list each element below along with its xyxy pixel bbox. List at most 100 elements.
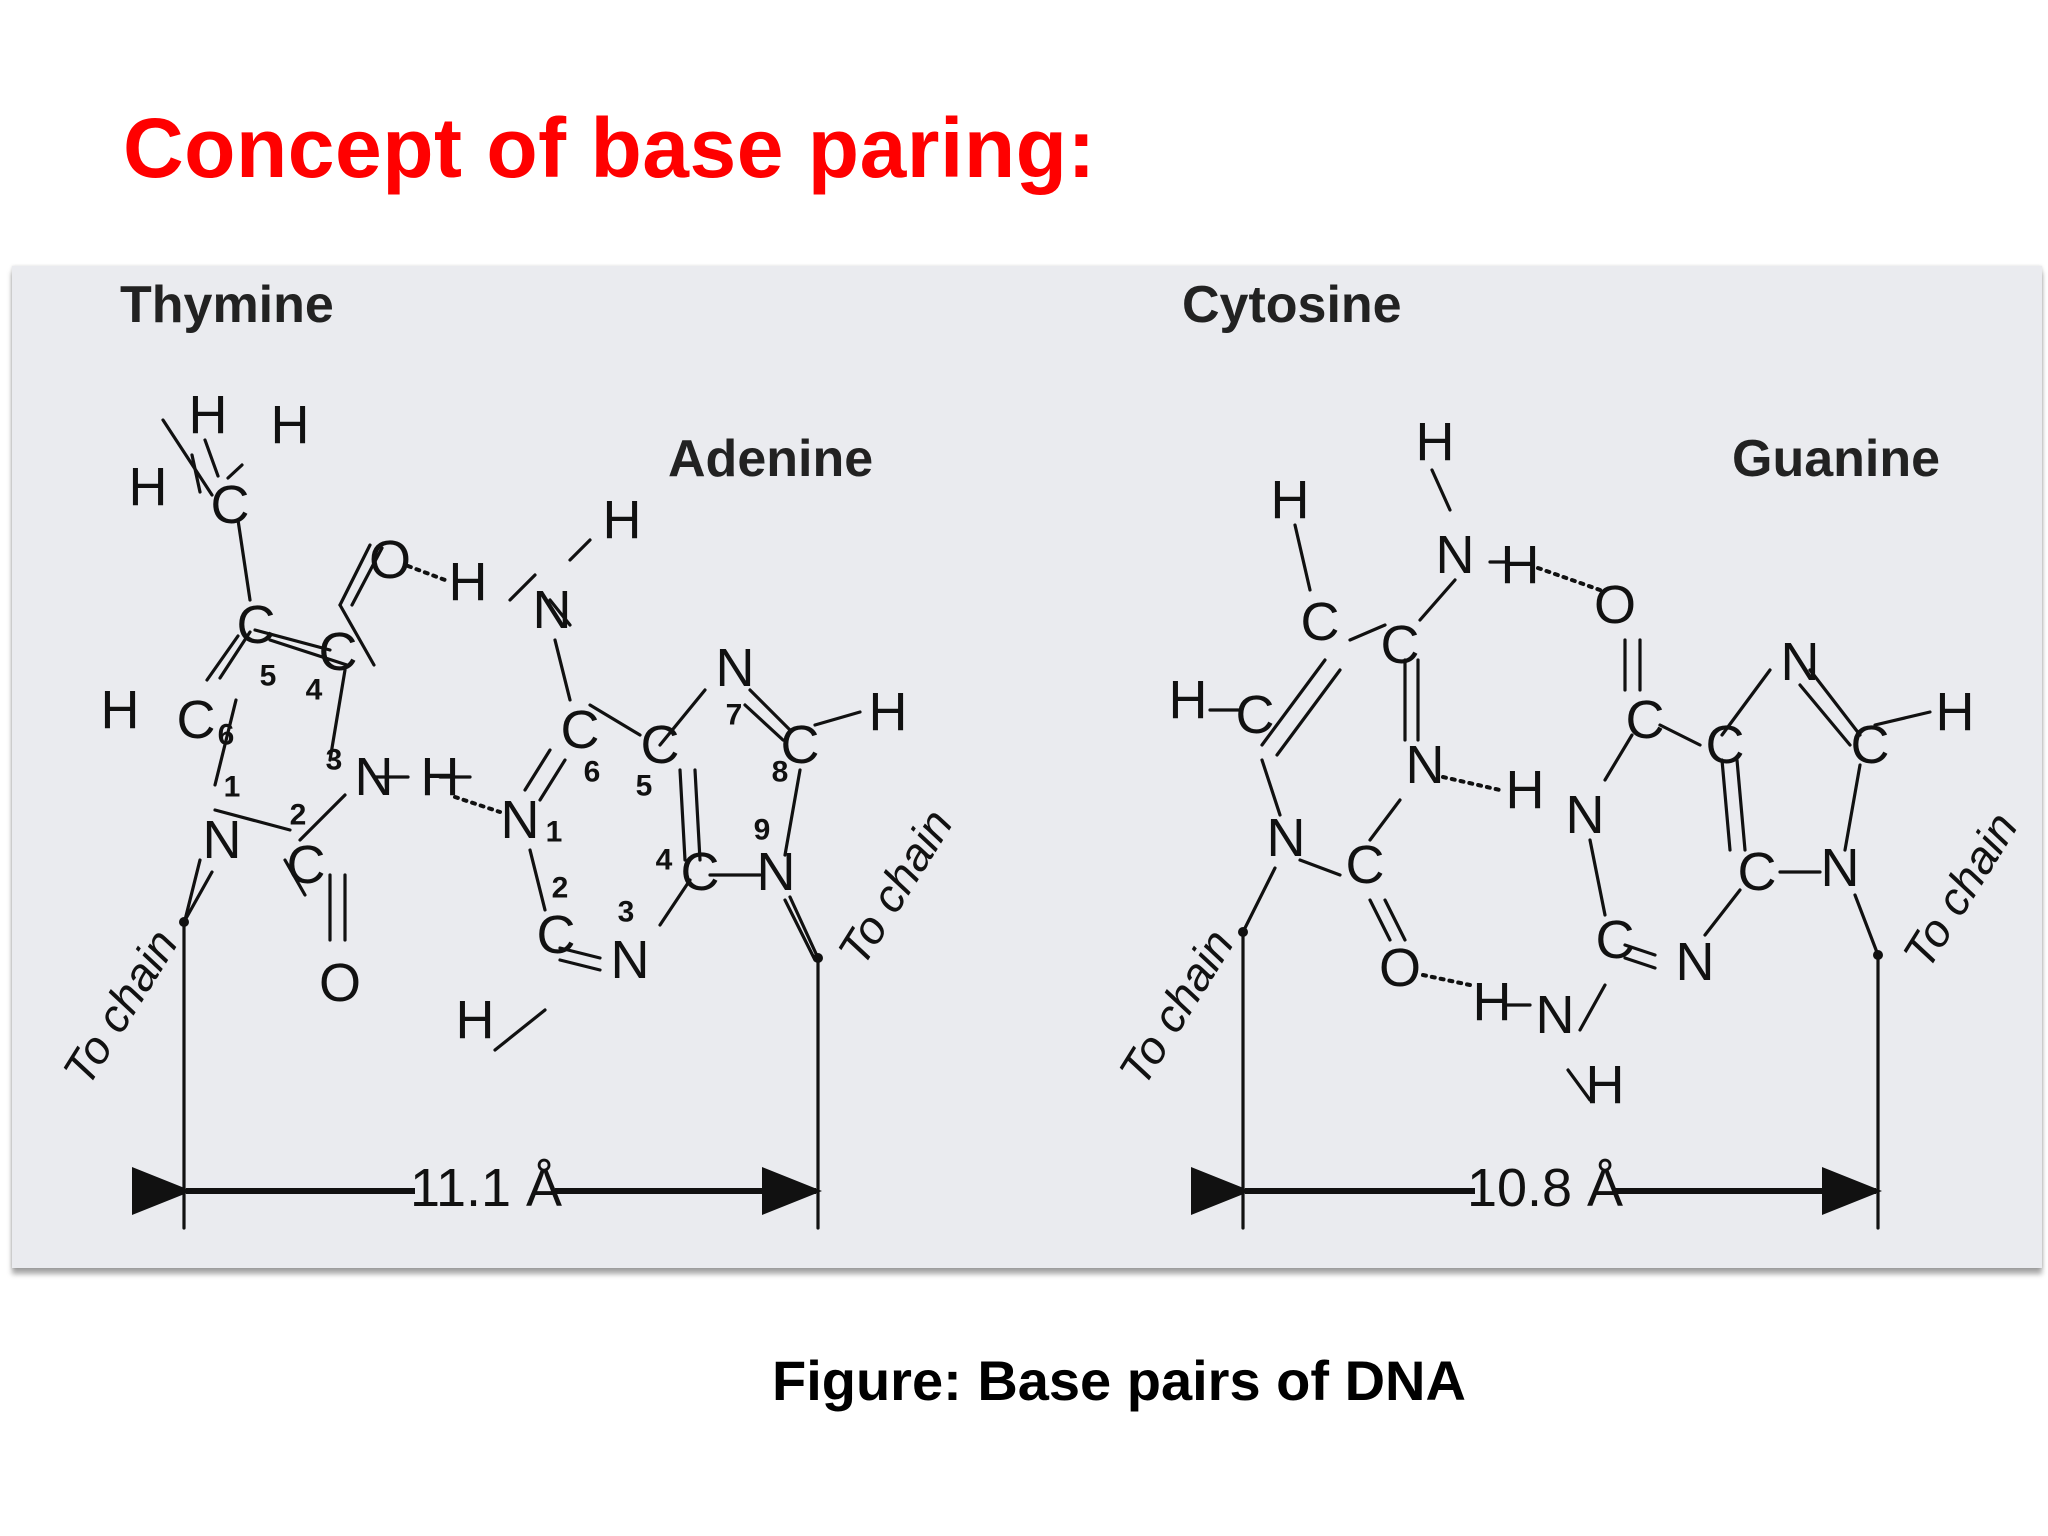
atom-o: O xyxy=(1594,575,1636,635)
guanine-atoms: O N C C C H H N C N C N H N H xyxy=(1473,575,1975,1115)
ring-number: 9 xyxy=(754,814,771,847)
atom-c: C xyxy=(1596,910,1635,970)
atom-c: C xyxy=(237,595,276,655)
to-chain-label: To chain xyxy=(827,800,962,974)
to-chain-label: To chain xyxy=(1108,920,1243,1094)
atom-n: N xyxy=(1536,985,1575,1045)
ring-number: 3 xyxy=(618,896,635,929)
atom-o: O xyxy=(1379,938,1421,998)
atom-n: N xyxy=(1781,632,1820,692)
atom-c: C xyxy=(781,715,820,775)
thymine-bonds xyxy=(161,418,472,942)
atom-h: H xyxy=(271,395,310,455)
base-pair-diagram: Thymine Adenine xyxy=(52,276,2028,1230)
atom-c: C xyxy=(287,835,326,895)
atom-c: C xyxy=(641,715,680,775)
atom-n: N xyxy=(203,810,242,870)
atom-n: N xyxy=(1267,808,1306,868)
atom-h: H xyxy=(456,990,495,1050)
ring-number: 2 xyxy=(552,872,569,905)
adenine-label: Adenine xyxy=(668,430,873,488)
atom-c: C xyxy=(319,622,358,682)
ring-number: 5 xyxy=(260,660,277,693)
distance-arrow-pair1: 11.1 Å xyxy=(132,1158,822,1218)
atom-h: H xyxy=(421,747,460,807)
atom-c: C xyxy=(1706,715,1745,775)
atom-n: N xyxy=(501,790,540,850)
atom-c: C xyxy=(211,475,250,535)
slide-title: Concept of base paring: xyxy=(123,101,1096,195)
atom-h: H xyxy=(189,385,228,445)
atom-n: N xyxy=(355,747,394,807)
atom-n: N xyxy=(1436,525,1475,585)
atom-c: C xyxy=(561,700,600,760)
atom-h: H xyxy=(1586,1055,1625,1115)
atom-c: C xyxy=(1236,685,1275,745)
atom-h: H xyxy=(129,457,168,517)
atom-n: N xyxy=(757,842,796,902)
ring-number: 3 xyxy=(326,744,343,777)
ring-number: 4 xyxy=(656,844,673,877)
pair-thymine-adenine: Thymine Adenine xyxy=(52,276,963,1230)
atom-h: H xyxy=(1501,535,1540,595)
pair-cytosine-guanine: Cytosine Guanine xyxy=(1108,276,2028,1230)
cytosine-bonds xyxy=(1208,468,1510,942)
adenine-atoms: H H N N C C C H N C N C N H 7 6 5 8 1 9 xyxy=(449,490,908,1050)
ring-number: 4 xyxy=(306,674,323,707)
atom-h: H xyxy=(869,682,908,742)
base-pair-figure: Thymine Adenine xyxy=(12,266,2042,1268)
atom-h: H xyxy=(1416,412,1455,472)
hbond-o4-h6 xyxy=(406,564,447,582)
atom-n: N xyxy=(1406,735,1445,795)
distance-label: 11.1 Å xyxy=(410,1158,562,1218)
atom-c: C xyxy=(1851,715,1890,775)
atom-c: C xyxy=(177,690,216,750)
adenine-bonds xyxy=(183,538,862,1052)
atom-c: C xyxy=(681,842,720,902)
atom-c: C xyxy=(1381,615,1420,675)
guanine-bonds xyxy=(1503,638,1932,1102)
atom-h: H xyxy=(603,490,642,550)
atom-c: C xyxy=(1346,835,1385,895)
atom-h: H xyxy=(1473,972,1512,1032)
hbond-n-h xyxy=(1441,775,1502,792)
atom-o: O xyxy=(369,530,411,590)
guanine-label: Guanine xyxy=(1732,430,1940,488)
atom-h: H xyxy=(1271,470,1310,530)
to-chain-label: To chain xyxy=(1892,803,2027,977)
thymine-label: Thymine xyxy=(120,276,334,334)
ring-number: 7 xyxy=(726,699,743,732)
atom-h: H xyxy=(101,680,140,740)
hbond-h3-n1 xyxy=(453,795,502,814)
atom-c: C xyxy=(1301,592,1340,652)
atom-h: H xyxy=(1936,682,1975,742)
atom-h: H xyxy=(1506,760,1545,820)
cytosine-label: Cytosine xyxy=(1182,276,1402,334)
ring-number: 2 xyxy=(290,799,307,832)
ring-number: 1 xyxy=(224,771,241,804)
atom-n: N xyxy=(533,580,572,640)
atom-n: N xyxy=(1676,932,1715,992)
distance-label: 10.8 Å xyxy=(1467,1158,1623,1218)
thymine-atoms: H H H C C C O H C N H N C O 5 4 6 3 1 2 xyxy=(101,385,460,1013)
atom-h: H xyxy=(1169,670,1208,730)
hbond-o-h xyxy=(1421,973,1472,987)
ring-number: 6 xyxy=(218,719,235,752)
ring-number: 5 xyxy=(636,770,653,803)
figure-caption: Figure: Base pairs of DNA xyxy=(772,1349,1466,1412)
atom-c: C xyxy=(1626,690,1665,750)
atom-c: C xyxy=(1738,842,1777,902)
cytosine-atoms: H H N H C C H C N N C O xyxy=(1169,412,1540,998)
ring-number: 8 xyxy=(772,756,789,789)
atom-c: C xyxy=(537,905,576,965)
atom-n: N xyxy=(1821,838,1860,898)
ring-number: 1 xyxy=(546,816,563,849)
to-chain-label: To chain xyxy=(52,920,187,1094)
atom-o: O xyxy=(319,953,361,1013)
atom-n: N xyxy=(1566,785,1605,845)
atom-h: H xyxy=(449,552,488,612)
atom-n: N xyxy=(611,930,650,990)
hbond-h-o xyxy=(1536,566,1602,592)
atom-n: N xyxy=(716,638,755,698)
distance-arrow-pair2: 10.8 Å xyxy=(1191,1158,1882,1218)
